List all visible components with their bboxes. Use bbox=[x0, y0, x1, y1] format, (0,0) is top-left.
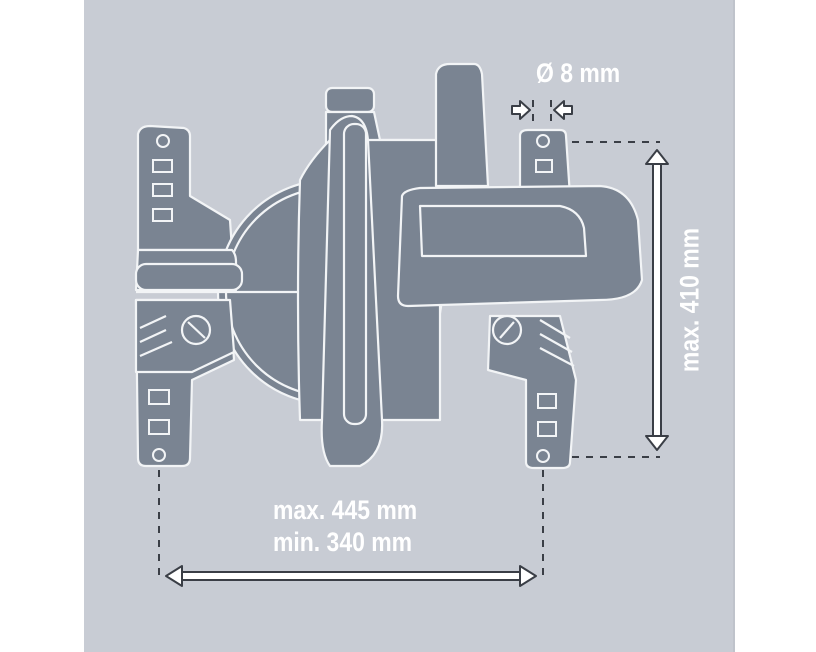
hole-diameter-label: Ø 8 mm bbox=[536, 58, 621, 88]
arrow-left-icon bbox=[553, 100, 573, 120]
double-arrow-horizontal-icon bbox=[165, 565, 537, 587]
left-handle bbox=[134, 262, 244, 292]
dust-port bbox=[324, 86, 376, 114]
max-width-label: max. 445 mm bbox=[273, 495, 418, 525]
main-handle-upright bbox=[434, 62, 490, 188]
head-grip bbox=[418, 204, 588, 258]
min-width-label: min. 340 mm bbox=[273, 527, 413, 557]
double-arrow-vertical-icon bbox=[645, 149, 669, 451]
arrow-right-icon bbox=[511, 100, 531, 120]
mounting-depth-label: max. 410 mm bbox=[674, 227, 705, 373]
mounting-width-label: max. 445 mm min. 340 mm bbox=[273, 494, 417, 558]
panel-edge bbox=[733, 0, 735, 652]
